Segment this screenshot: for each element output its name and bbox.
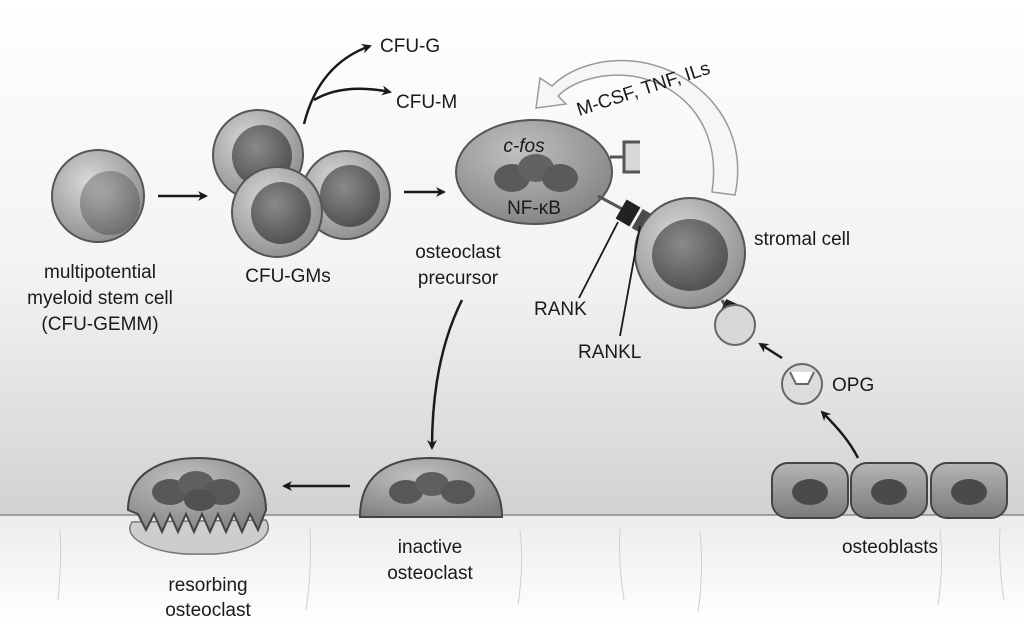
stem-cell (51, 149, 145, 243)
pointer-lines (578, 221, 641, 337)
osteoblast-cells (771, 462, 1008, 519)
label-resorbing-line1: resorbing (168, 575, 247, 596)
label-precursor-line2: precursor (418, 268, 499, 289)
arrow-precursor-to-inactive (427, 299, 464, 450)
label-cfu-g: CFU-G (380, 36, 440, 57)
label-stem-line1: multipotential (44, 262, 156, 283)
bone-texture (57, 527, 1005, 613)
opg-bound (714, 304, 756, 346)
label-stromal-cell: stromal cell (754, 229, 850, 250)
label-stem-line3: (CFU-GEMM) (41, 314, 158, 335)
arrow-to-cfu-m (313, 85, 392, 102)
label-c-fos: c-fos (503, 136, 545, 157)
label-inactive-line2: osteoclast (387, 563, 473, 584)
label-rank: RANK (534, 299, 587, 320)
label-osteoblasts: osteoblasts (842, 537, 938, 558)
resorbing-osteoclast (126, 456, 269, 555)
receptor-fork (610, 140, 640, 174)
opg-free (781, 363, 823, 405)
label-precursor-line1: osteoclast (415, 242, 501, 263)
arrow-osteoblast-to-opg (820, 410, 860, 459)
arrow-opg-to-rankl (758, 342, 783, 360)
cfu-gm-cells (212, 109, 391, 258)
inactive-osteoclast (358, 456, 504, 518)
rank-pointer (578, 221, 619, 299)
label-nf-kb: NF-κB (507, 198, 561, 219)
label-opg: OPG (832, 375, 874, 396)
cytokine-arrow (535, 59, 739, 196)
osteoclast-precursor (455, 119, 613, 225)
arrow-to-cfu-g (302, 43, 372, 125)
label-cfu-gms: CFU-GMs (245, 266, 330, 287)
rankl-pointer (619, 225, 641, 337)
label-inactive-line1: inactive (398, 537, 462, 558)
flow-arrows (158, 43, 860, 491)
label-rankl: RANKL (578, 342, 641, 363)
label-cfu-m: CFU-M (396, 92, 457, 113)
label-stem-line2: myeloid stem cell (27, 288, 173, 309)
label-resorbing-line2: osteoclast (165, 600, 251, 621)
